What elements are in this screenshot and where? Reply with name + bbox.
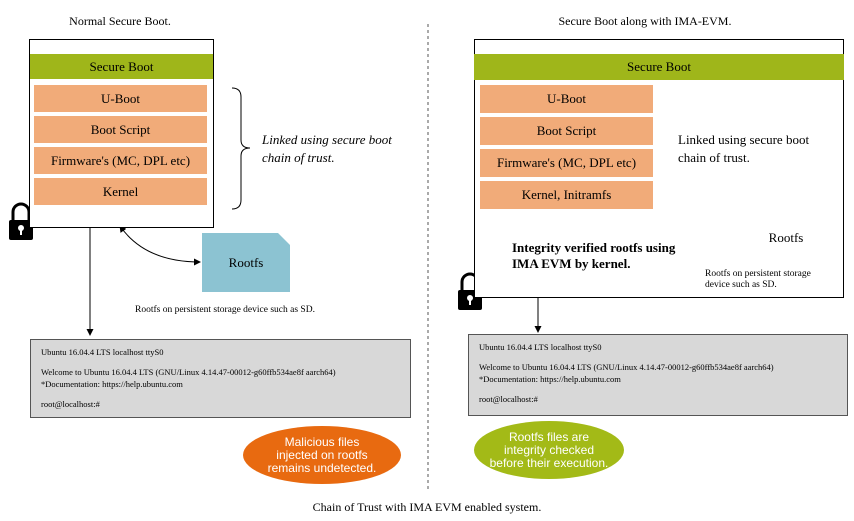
right-stage-uboot: U-Boot — [479, 84, 654, 114]
left-panel-title: Normal Secure Boot. — [69, 14, 171, 28]
right-integrity-line2: IMA EVM by kernel. — [512, 256, 631, 271]
right-integrity-note: Integrity verified rootfs using IMA EVM … — [512, 240, 732, 272]
left-brace-note-line2: chain of trust. — [262, 150, 335, 165]
left-terminal-line1: Ubuntu 16.04.4 LTS localhost ttyS0 — [41, 347, 164, 357]
left-status-line2: injected on rootfs — [276, 447, 368, 462]
right-rootfs-label: Rootfs — [768, 230, 804, 245]
left-status-line3: remains undetected. — [267, 460, 377, 475]
right-terminal-line1: Ubuntu 16.04.4 LTS localhost ttyS0 — [479, 342, 602, 352]
left-terminal-line2: Welcome to Ubuntu 16.04.4 LTS (GNU/Linux… — [41, 367, 336, 377]
left-brace — [231, 87, 251, 210]
right-panel-title: Secure Boot along with IMA-EVM. — [558, 14, 732, 28]
right-terminal-line3: *Documentation: https://help.ubuntu.com — [479, 374, 621, 384]
left-rootfs-arrow — [119, 225, 201, 266]
right-status-line3: before their execution. — [489, 455, 609, 470]
left-secure-boot-bar: Secure Boot — [30, 54, 213, 79]
right-status-line2: integrity checked — [503, 442, 595, 457]
left-status-line1: Malicious files — [284, 434, 360, 449]
left-status-oval: Malicious files injected on rootfs remai… — [243, 426, 401, 484]
right-brace-note-line1: Linked using secure boot — [678, 132, 810, 147]
right-terminal: Ubuntu 16.04.4 LTS localhost ttyS0 Welco… — [468, 334, 848, 416]
left-stage-kernel: Kernel — [33, 177, 208, 206]
right-status-oval: Rootfs files are integrity checked befor… — [474, 421, 624, 479]
right-stage-boot-script: Boot Script — [479, 116, 654, 146]
left-stage-firmware: Firmware's (MC, DPL etc) — [33, 146, 208, 175]
left-brace-note-line1: Linked using secure boot — [262, 132, 392, 147]
left-terminal-line3: *Documentation: https://help.ubuntu.com — [41, 379, 183, 389]
left-terminal-prompt: root@localhost:# — [41, 399, 100, 409]
left-brace-note: Linked using secure boot chain of trust. — [262, 131, 432, 167]
left-lock-icon — [9, 202, 33, 240]
left-terminal: Ubuntu 16.04.4 LTS localhost ttyS0 Welco… — [30, 339, 411, 418]
right-terminal-prompt: root@localhost:# — [479, 394, 538, 404]
right-secure-boot-bar: Secure Boot — [474, 54, 844, 80]
figure-caption: Chain of Trust with IMA EVM enabled syst… — [312, 500, 542, 514]
right-brace-note: Linked using secure boot chain of trust. — [678, 131, 848, 167]
left-stage-boot-script: Boot Script — [33, 115, 208, 144]
right-status-line1: Rootfs files are — [508, 429, 590, 444]
right-brace-note-line2: chain of trust. — [678, 150, 750, 165]
right-terminal-line2: Welcome to Ubuntu 16.04.4 LTS (GNU/Linux… — [479, 362, 774, 372]
right-rootfs-caption: Rootfs on persistent storage device such… — [705, 269, 845, 291]
right-rootfs-caption-line1: Rootfs on persistent storage — [705, 269, 811, 279]
left-rootfs-label: Rootfs — [228, 255, 264, 270]
right-stage-firmware: Firmware's (MC, DPL etc) — [479, 148, 654, 178]
left-stage-uboot: U-Boot — [33, 84, 208, 113]
right-stage-kernel-initramfs: Kernel, Initramfs — [479, 180, 654, 210]
left-rootfs-shape — [202, 233, 290, 292]
right-integrity-line1: Integrity verified rootfs using — [512, 240, 676, 255]
left-rootfs-caption: Rootfs on persistent storage device such… — [135, 305, 315, 315]
right-rootfs-caption-line2: device such as SD. — [705, 280, 777, 290]
